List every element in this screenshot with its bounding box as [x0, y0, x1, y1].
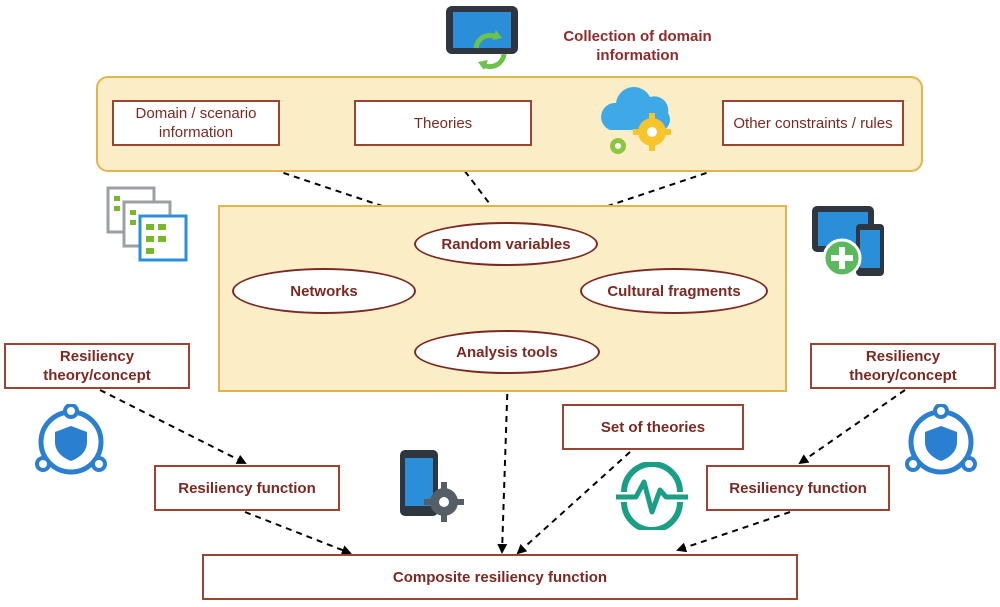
arrow-leftconcept-to-leftfunction: [99, 389, 247, 464]
resiliency-function-left-box: Resiliency function: [154, 465, 340, 511]
collection-label: Collection of domain information: [563, 28, 712, 64]
cloud-gears-icon: [601, 87, 671, 154]
data-windows-icon: [106, 186, 188, 262]
devices-add-icon: [812, 206, 884, 278]
networks-oval: Networks: [232, 268, 416, 314]
arrow-rightfunction-to-composite: [676, 511, 791, 553]
heartbeat-icon: [616, 462, 688, 530]
arrow-rightconcept-to-rightfunction: [798, 389, 906, 465]
arrow-leftfunction-to-composite: [244, 511, 352, 555]
resiliency-concept-left-box: Resiliency theory/concept: [4, 343, 190, 389]
phone-settings-icon: [400, 450, 464, 522]
resiliency-function-right-box: Resiliency function: [706, 465, 890, 511]
set-of-theories-box: Set of theories: [562, 404, 744, 450]
resiliency-concept-right-box: Resiliency theory/concept: [810, 343, 996, 389]
theories-box: Theories: [354, 100, 532, 146]
tablet-sync-icon: [446, 6, 518, 70]
other-constraints-box: Other constraints / rules: [722, 100, 904, 146]
shield-network-icon: [35, 404, 107, 475]
domain-scenario-box: Domain / scenario information: [112, 100, 280, 146]
random-variables-oval: Random variables: [414, 222, 598, 266]
cultural-fragments-oval: Cultural fragments: [580, 268, 768, 314]
arrow-analysis-to-composite: [497, 371, 509, 554]
arrow-settheories-to-composite: [516, 451, 631, 555]
composite-resiliency-function-box: Composite resiliency function: [202, 554, 798, 600]
shield-network-icon: [905, 404, 977, 475]
analysis-tools-oval: Analysis tools: [414, 330, 600, 374]
